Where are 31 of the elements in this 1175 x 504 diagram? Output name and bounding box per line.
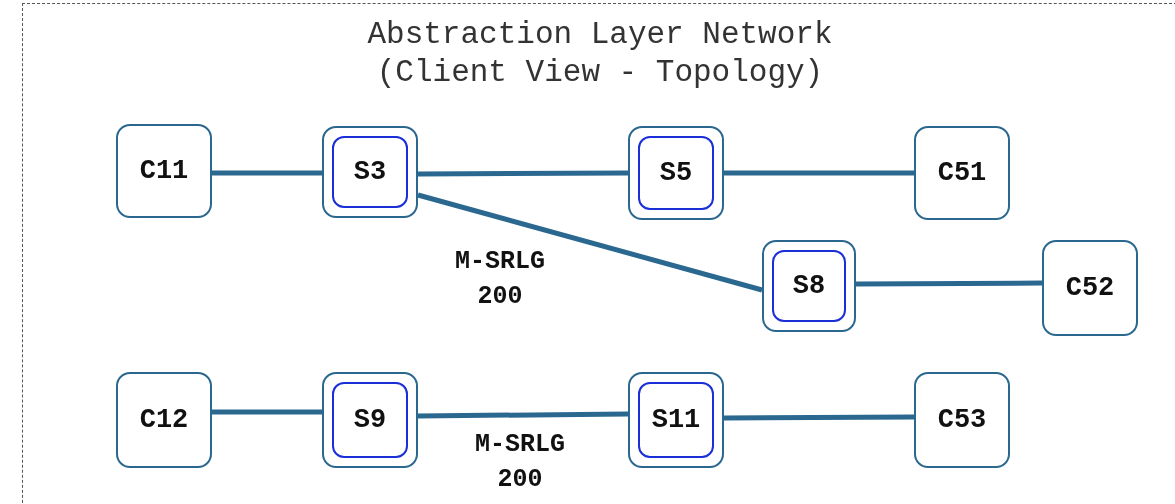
client-node [116, 372, 212, 468]
link-line [724, 170, 914, 176]
diagram-title: Abstraction Layer Network (Client View - Topology) [366, 16, 834, 92]
client-node [914, 126, 1010, 220]
node-label: C53 [937, 405, 987, 435]
link-line [417, 192, 763, 293]
link-line [212, 409, 322, 415]
edge-label: M-SRLG 200 [454, 246, 546, 313]
switch-node [628, 372, 724, 468]
node-label: C11 [139, 156, 189, 186]
edge-label: M-SRLG 200 [474, 429, 566, 496]
switch-node [322, 126, 418, 218]
node-label: S3 [353, 157, 387, 187]
client-node [914, 372, 1010, 468]
client-node [116, 124, 212, 218]
switch-node [628, 126, 724, 220]
node-label: S8 [792, 271, 826, 301]
link-line [212, 170, 322, 176]
client-node [1042, 240, 1138, 336]
link-line [417, 411, 629, 419]
link-line [856, 280, 1042, 287]
link-line [724, 414, 914, 421]
switch-node [322, 372, 418, 468]
switch-node [762, 240, 856, 332]
node-label: S5 [659, 158, 693, 188]
node-label: C52 [1065, 273, 1115, 303]
node-label: C12 [139, 405, 189, 435]
node-label: C51 [937, 158, 987, 188]
node-label: S11 [651, 405, 701, 435]
node-label: S9 [353, 405, 387, 435]
link-line [418, 170, 628, 177]
